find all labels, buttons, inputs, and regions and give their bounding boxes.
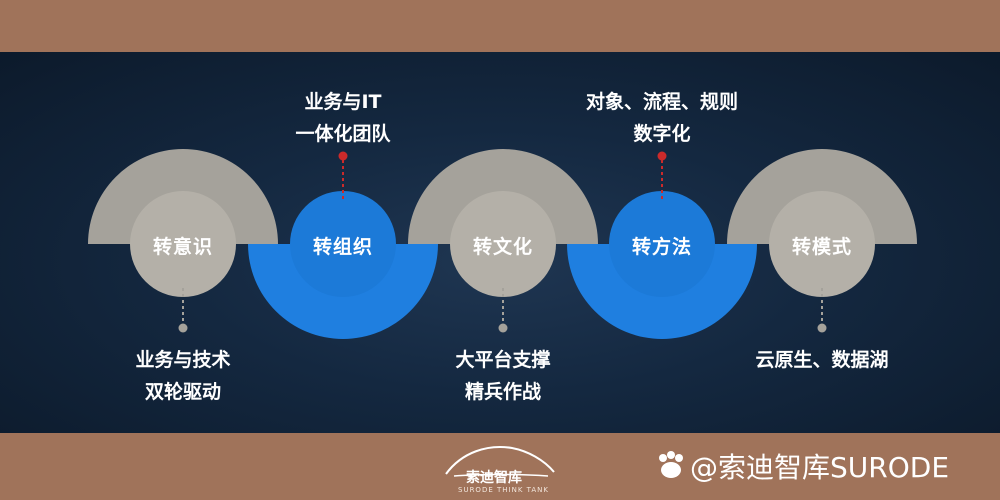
circle-step-2 bbox=[290, 191, 396, 297]
step-1-caption: 业务与技术 双轮驱动 bbox=[103, 344, 263, 408]
step-4-caption-line-1: 对象、流程、规则 bbox=[585, 91, 738, 113]
circle-step-3 bbox=[450, 191, 556, 297]
step-2-caption-line-2: 一体化团队 bbox=[295, 123, 391, 145]
dot-step-2 bbox=[338, 151, 348, 161]
watermark-text: @索迪智库SURODE bbox=[690, 451, 950, 484]
step-2-caption: 业务与IT 一体化团队 bbox=[263, 86, 423, 150]
brand-subtext: SURODE THINK TANK bbox=[458, 486, 549, 494]
step-4-caption: 对象、流程、规则 数字化 bbox=[562, 86, 762, 150]
step-5-label: 转模式 bbox=[791, 236, 852, 258]
top-band bbox=[0, 0, 1000, 52]
brand-name: 索迪智库 bbox=[466, 470, 522, 486]
circle-step-4 bbox=[609, 191, 715, 297]
step-4-caption-line-2: 数字化 bbox=[633, 123, 691, 145]
circle-step-1 bbox=[130, 191, 236, 297]
dot-step-4 bbox=[657, 151, 667, 161]
flow-diagram bbox=[88, 149, 917, 339]
circle-step-5 bbox=[769, 191, 875, 297]
dot-step-1 bbox=[178, 323, 188, 333]
step-1-label: 转意识 bbox=[152, 236, 213, 258]
step-3-caption: 大平台支撑 精兵作战 bbox=[423, 344, 583, 408]
step-3-label: 转文化 bbox=[472, 236, 533, 258]
step-2-caption-line-1: 业务与IT bbox=[304, 91, 382, 113]
paw-icon bbox=[659, 451, 683, 478]
step-5-caption-line-1: 云原生、数据湖 bbox=[755, 349, 889, 371]
car-logo-icon bbox=[445, 446, 555, 477]
step-5-caption: 云原生、数据湖 bbox=[732, 344, 912, 376]
step-3-caption-line-1: 大平台支撑 bbox=[455, 349, 551, 371]
dot-step-3 bbox=[498, 323, 508, 333]
step-3-caption-line-2: 精兵作战 bbox=[464, 381, 541, 403]
bottom-band bbox=[0, 433, 1000, 500]
dot-step-5 bbox=[817, 323, 827, 333]
step-1-caption-line-1: 业务与技术 bbox=[135, 349, 231, 371]
step-1-caption-line-2: 双轮驱动 bbox=[144, 381, 221, 403]
step-4-label: 转方法 bbox=[631, 236, 692, 258]
watermark: @索迪智库SURODE bbox=[654, 446, 949, 486]
step-2-label: 转组织 bbox=[312, 236, 373, 258]
